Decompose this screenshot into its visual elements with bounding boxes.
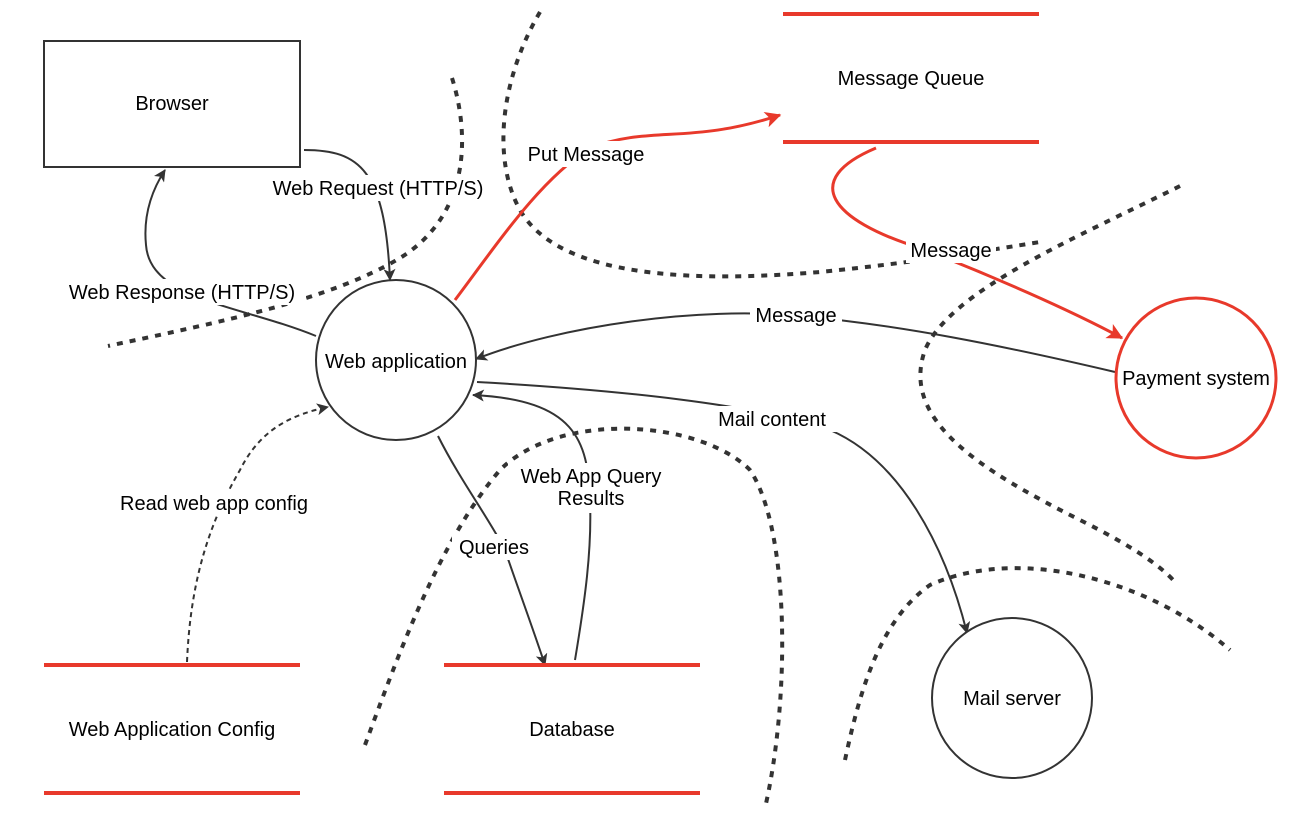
web-request-label-bg [262,175,494,201]
flow-web-response[interactable] [144,169,317,337]
database-store[interactable]: Database [444,663,700,795]
queries-label: Queries [459,537,529,559]
web-application-circle [315,279,477,441]
database-label: Database [529,719,615,741]
flow-web-request[interactable] [303,149,396,281]
mail-server-node[interactable]: Mail server [931,617,1093,779]
payment-message-label-bg [750,302,842,328]
trust-boundary-browser [107,77,465,348]
web-request-label: Web Request (HTTP/S) [273,178,484,200]
mail-content-label: Mail content [718,409,826,431]
read-config-label: Read web app config [120,493,308,515]
query-results-label-bg [508,463,674,513]
payment-system-circle [1114,296,1278,460]
payment-system-label: Payment system [1122,368,1270,390]
queue-message-label-bg [906,237,996,263]
put-message-label: Put Message [528,144,645,166]
trust-boundary-database [363,426,785,809]
mail-server-circle [931,617,1093,779]
payment-system-node[interactable]: Payment system [1114,296,1278,460]
trust-boundary-queue [501,10,1041,279]
web-application-label: Web application [325,351,467,373]
browser-node[interactable]: Browser [43,40,301,168]
flow-read-config[interactable] [186,403,329,663]
mail-server-label: Mail server [963,688,1061,710]
query-results-label-line1: Web App Query [521,466,662,488]
web-application-node[interactable]: Web application [315,279,477,441]
mail-content-label-bg [706,406,838,432]
web-response-label-bg [58,279,306,305]
put-message-label-bg [520,141,652,167]
read-config-label-bg [106,490,322,516]
payment-message-label: Message [755,305,836,327]
web-app-config-label: Web Application Config [69,719,275,741]
queries-label-bg [452,534,536,560]
browser-box [43,40,301,168]
query-results-label-line2: Results [558,488,625,510]
browser-label: Browser [135,93,209,115]
web-response-label: Web Response (HTTP/S) [69,282,295,304]
flow-labels: Web Request (HTTP/S) Web Response (HTTP/… [58,141,996,560]
queue-message-label: Message [910,240,991,262]
trust-boundaries [107,10,1232,809]
message-queue-store[interactable]: Message Queue [783,12,1039,144]
web-app-config-store[interactable]: Web Application Config [44,663,300,795]
trust-boundary-payment [918,184,1181,584]
message-queue-label: Message Queue [838,68,985,90]
